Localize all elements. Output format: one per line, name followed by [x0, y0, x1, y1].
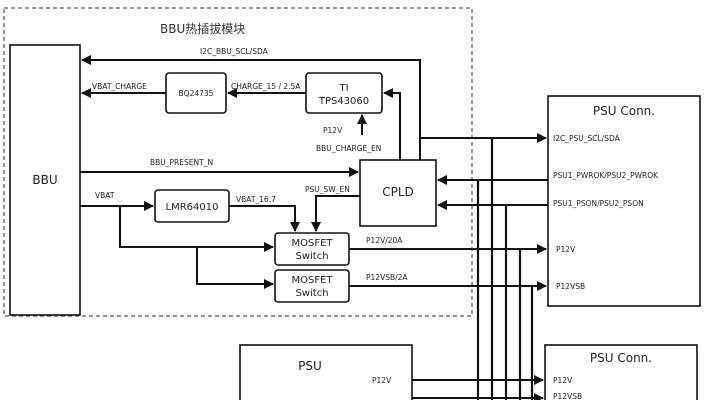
wire-vbat-mosfet1 — [119, 206, 274, 252]
svg-text:PSU Conn.: PSU Conn. — [593, 104, 655, 118]
bbu-block: BBU — [9, 44, 81, 316]
svg-text:MOSFET: MOSFET — [291, 275, 333, 286]
psu-conn-top-block: PSU Conn. — [547, 95, 701, 307]
label-bbu-charge-en: BBU_CHARGE_EN — [316, 144, 381, 153]
svg-text:MOSFET: MOSFET — [291, 238, 333, 249]
svg-text:Switch: Switch — [295, 288, 328, 299]
wire-bbu-charge-en — [383, 88, 401, 160]
label-i2c-psu: I2C_PSU_SCL/SDA — [553, 134, 621, 143]
module-title: BBU热插拔模块 — [160, 21, 245, 36]
svg-text:CPLD: CPLD — [382, 185, 414, 199]
bq24735-block: BQ24735 — [165, 72, 227, 114]
label-p12v-ti: P12V — [323, 126, 343, 135]
label-p12v-conn2: P12V — [553, 376, 573, 385]
mosfet-switch-2-block: MOSFET Switch — [274, 269, 350, 303]
wire-i2c-bbu — [81, 55, 421, 160]
module-boundary — [3, 7, 473, 317]
label-charge: CHARGE_15 / 2.5A — [231, 82, 301, 91]
lmr64010-block: LMR64010 — [154, 189, 230, 223]
label-p12v-conn: P12V — [556, 245, 576, 254]
label-psu-sw-en: PSU_SW_EN — [305, 185, 350, 194]
label-vbat: VBAT — [95, 191, 115, 200]
svg-text:PSU Conn.: PSU Conn. — [590, 351, 652, 365]
wire-psu-sw-en — [311, 195, 360, 232]
label-p12v-20a: P12V/20A — [366, 236, 403, 245]
wire-vbat-16 — [229, 205, 300, 232]
label-vbat-16: VBAT_16.7 — [236, 195, 276, 204]
svg-text:Switch: Switch — [295, 251, 328, 262]
label-pwrok: PSU1_PWROK/PSU2_PWROK — [553, 171, 659, 180]
svg-text:BBU: BBU — [32, 173, 57, 187]
label-p12vsb-conn2: P12VSB — [553, 392, 582, 400]
svg-text:LMR64010: LMR64010 — [166, 202, 219, 213]
psu-conn-bottom-block: PSU Conn. — [544, 344, 698, 400]
label-p12vsb-2a: P12VSB/2A — [366, 273, 408, 282]
label-bbu-present: BBU_PRESENT_N — [150, 158, 213, 167]
svg-text:TI: TI — [338, 83, 348, 94]
label-i2c-bbu: I2C_BBU_SCL/SDA — [200, 47, 269, 56]
svg-text:TPS43060: TPS43060 — [318, 96, 369, 107]
label-p12vsb-conn: P12VSB — [556, 282, 585, 291]
svg-text:PSU: PSU — [298, 359, 322, 373]
psu-block: PSU — [239, 344, 413, 400]
cpld-block: CPLD — [359, 159, 437, 227]
label-vbat-charge: VBAT_CHARGE — [92, 82, 147, 91]
wire-to-mosfet2 — [196, 247, 274, 289]
svg-text:BQ24735: BQ24735 — [179, 89, 214, 98]
label-p12v-psu: P12V — [372, 376, 392, 385]
tps43060-block: TI TPS43060 — [305, 72, 383, 114]
mosfet-switch-1-block: MOSFET Switch — [274, 232, 350, 266]
label-pson: PSU1_PSON/PSU2_PSON — [553, 199, 644, 208]
